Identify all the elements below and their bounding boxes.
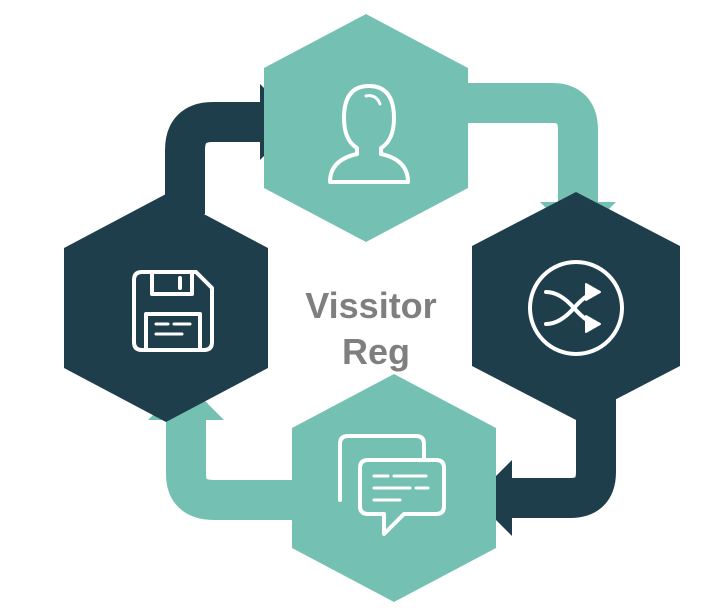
center-label-line-1: Vissitor: [305, 285, 436, 326]
center-label-line-2: Reg: [342, 331, 410, 372]
hexagon-left: [64, 194, 268, 422]
shuffle-play-icon: [528, 260, 624, 356]
center-label: Vissitor Reg: [305, 285, 446, 372]
chat-messages-icon: [338, 434, 446, 536]
floppy-disk-icon: [132, 270, 214, 352]
user-icon: [328, 84, 410, 184]
hexagon-top: [264, 14, 468, 242]
